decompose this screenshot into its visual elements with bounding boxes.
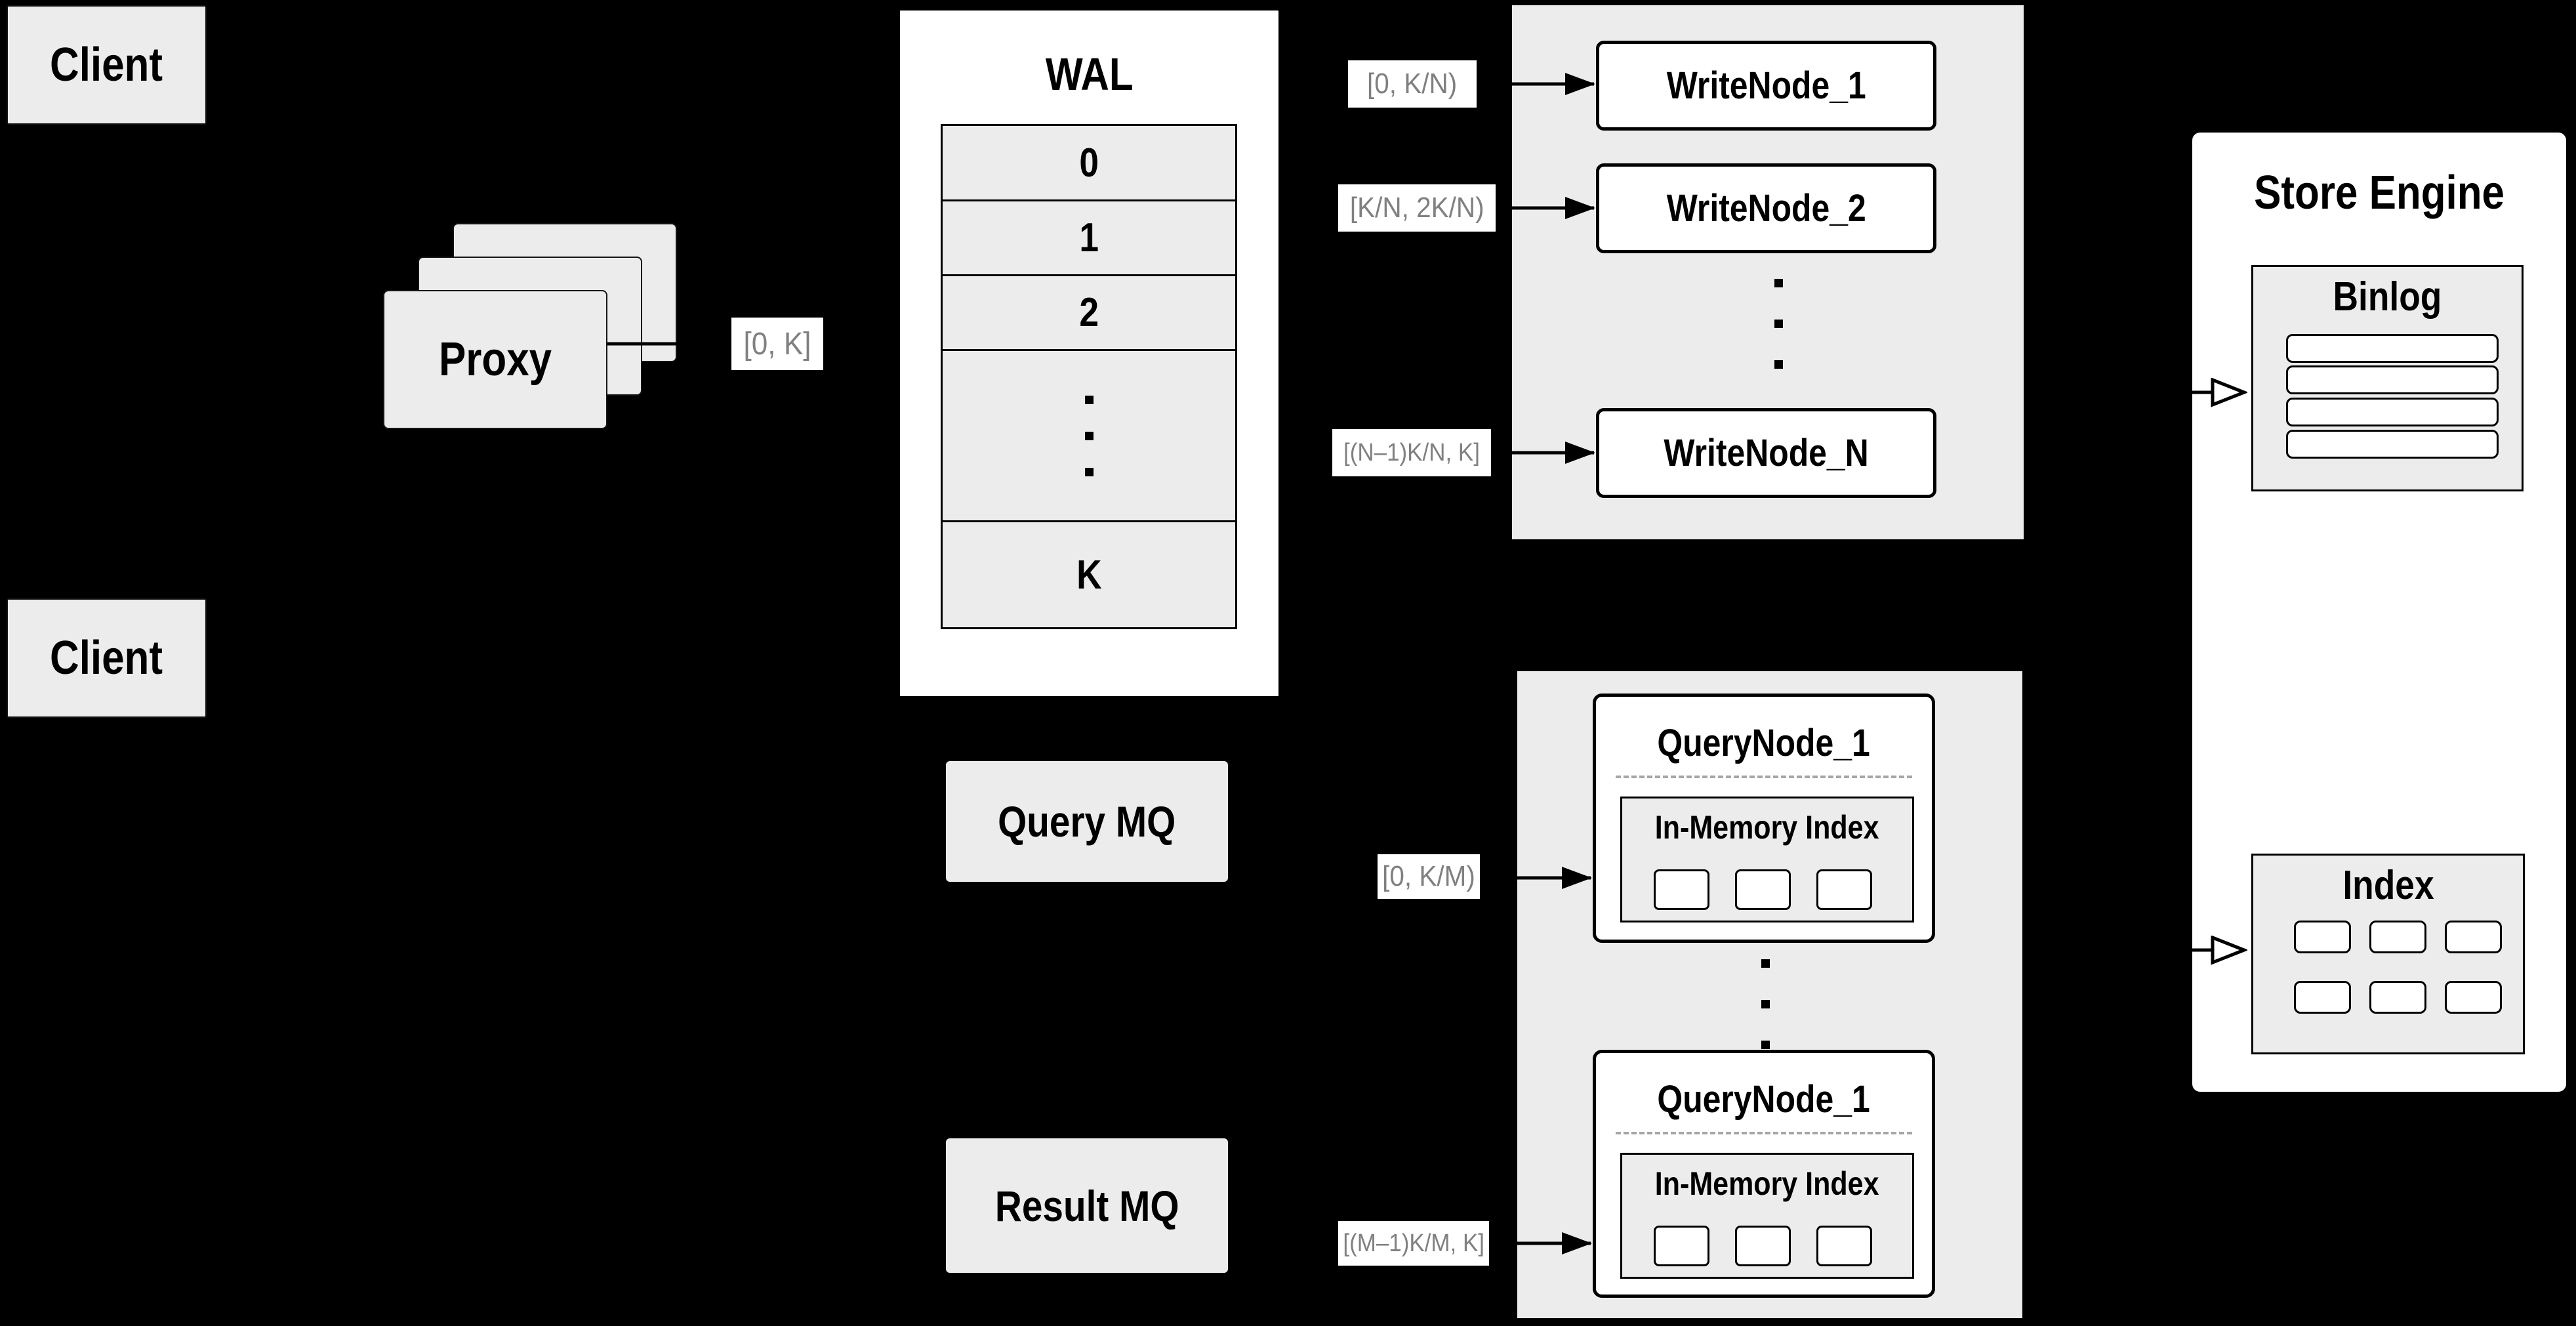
range-label-query-1-text: [0, K/M) — [1382, 860, 1475, 892]
wal-title: WAL — [1045, 49, 1134, 100]
client-top-label: Client — [50, 39, 163, 91]
range-label-write-n: [(N–1)K/N, K] — [1332, 429, 1491, 476]
memory-chip — [1654, 1226, 1709, 1266]
binlog-row — [2286, 334, 2499, 363]
wal-segment-1: 1 — [1079, 215, 1099, 260]
write-node-1-box: WriteNode_1 — [1596, 41, 1936, 131]
range-label-query-m-text: [(M–1)K/M, K] — [1343, 1229, 1484, 1257]
proxy-label: Proxy — [438, 333, 552, 386]
wal-segment-row-1: 1 — [943, 201, 1235, 276]
binlog-title-row: Binlog — [2253, 274, 2522, 320]
query-node-bottom-label: QueryNode_1 — [1657, 1077, 1871, 1121]
ellipsis-dot — [1084, 395, 1094, 404]
query-node-bottom-divider — [1616, 1132, 1912, 1134]
index-chip — [2369, 921, 2426, 953]
query-node-bottom-box: QueryNode_1 In-Memory Index — [1593, 1050, 1935, 1298]
binlog-row — [2286, 398, 2499, 426]
range-label-write-n-text: [(N–1)K/N, K] — [1343, 438, 1480, 466]
in-memory-index-bottom-title-row: In-Memory Index — [1622, 1165, 1912, 1202]
write-node-2-label: WriteNode_2 — [1666, 187, 1866, 230]
store-engine-title: Store Engine — [2254, 167, 2504, 219]
wal-segment-0: 0 — [1079, 140, 1099, 186]
client-box-top: Client — [7, 5, 207, 125]
query-node-top-label: QueryNode_1 — [1657, 721, 1871, 764]
memory-chip — [1816, 869, 1872, 910]
wal-ellipsis-dots — [1084, 395, 1094, 476]
binlog-title: Binlog — [2333, 274, 2442, 320]
memory-chip — [1816, 1226, 1872, 1266]
range-label-write-2: [K/N, 2K/N) — [1338, 184, 1496, 232]
index-title-row: Index — [2253, 863, 2523, 908]
binlog-row — [2286, 430, 2499, 459]
wal-title-row: WAL — [900, 49, 1278, 100]
write-node-2-box: WriteNode_2 — [1596, 163, 1936, 253]
index-chip — [2445, 921, 2502, 953]
in-memory-index-bottom-title: In-Memory Index — [1655, 1165, 1879, 1202]
ellipsis-dot — [1774, 279, 1783, 287]
result-mq-label: Result MQ — [994, 1181, 1179, 1230]
binlog-box: Binlog — [2251, 265, 2524, 491]
range-label-query-1: [0, K/M) — [1378, 854, 1480, 899]
query-mq-label: Query MQ — [998, 797, 1176, 846]
write-node-n-label: WriteNode_N — [1664, 432, 1869, 474]
query-node-bottom-title-row: QueryNode_1 — [1596, 1077, 1932, 1121]
memory-chip — [1735, 869, 1791, 910]
binlog-row — [2286, 365, 2499, 394]
store-engine-title-row: Store Engine — [2192, 167, 2566, 219]
ellipsis-dot — [1774, 360, 1783, 369]
client-bottom-label: Client — [50, 632, 163, 684]
client-box-bottom: Client — [7, 598, 207, 718]
ellipsis-dot — [1761, 959, 1770, 968]
in-memory-index-top-title-row: In-Memory Index — [1622, 809, 1912, 846]
query-node-top-box: QueryNode_1 In-Memory Index — [1593, 694, 1935, 943]
result-mq-box: Result MQ — [946, 1138, 1228, 1273]
range-label-write-1-text: [0, K/N) — [1367, 68, 1458, 100]
wal-segment-row-ellipsis — [943, 351, 1235, 522]
range-label-query-m: [(M–1)K/M, K] — [1338, 1221, 1489, 1266]
wal-segment-k: K — [1076, 552, 1102, 598]
range-label-write-2-text: [K/N, 2K/N) — [1349, 192, 1484, 224]
range-label-proxy-wal: [0, K] — [731, 318, 823, 370]
range-label-proxy-wal-text: [0, K] — [743, 326, 811, 362]
wal-segment-2: 2 — [1079, 290, 1099, 335]
in-memory-index-bottom-box: In-Memory Index — [1620, 1153, 1914, 1279]
ellipsis-dot — [1774, 320, 1783, 328]
write-node-n-box: WriteNode_N — [1596, 408, 1936, 498]
query-node-top-divider — [1616, 776, 1912, 778]
ellipsis-dot — [1761, 1041, 1770, 1049]
wal-segment-row-k: K — [943, 522, 1235, 627]
range-label-write-1: [0, K/N) — [1348, 60, 1477, 108]
ellipsis-dot — [1761, 1000, 1770, 1008]
index-chip — [2445, 981, 2502, 1014]
write-node-1-label: WriteNode_1 — [1666, 64, 1866, 107]
ellipsis-dot — [1084, 467, 1094, 476]
wal-segment-row-0: 0 — [943, 126, 1235, 201]
ellipsis-dot — [1084, 431, 1094, 440]
index-chip — [2369, 981, 2426, 1014]
query-node-top-title-row: QueryNode_1 — [1596, 721, 1932, 764]
proxy-box: Proxy — [383, 290, 607, 429]
wal-segment-table: 0 1 2 K — [941, 124, 1237, 629]
wal-segment-row-2: 2 — [943, 276, 1235, 351]
index-box: Index — [2251, 854, 2525, 1054]
query-mq-box: Query MQ — [946, 761, 1228, 882]
index-title: Index — [2342, 862, 2434, 908]
index-chip — [2294, 921, 2351, 953]
in-memory-index-top-box: In-Memory Index — [1620, 797, 1914, 922]
index-chip — [2294, 981, 2351, 1014]
store-engine-box: Store Engine Binlog Index — [2190, 130, 2569, 1094]
memory-chip — [1654, 869, 1709, 910]
memory-chip — [1735, 1226, 1791, 1266]
in-memory-index-top-title: In-Memory Index — [1655, 809, 1879, 846]
